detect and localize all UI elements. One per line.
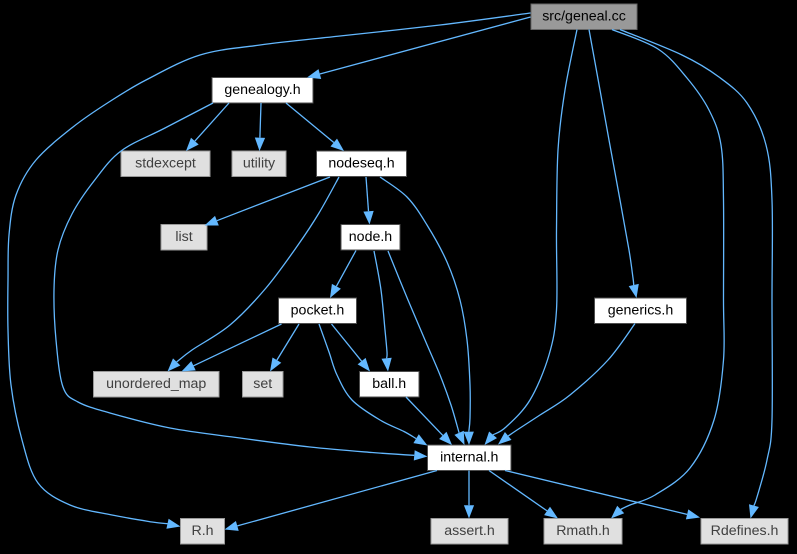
svg-text:list: list <box>175 229 192 245</box>
svg-text:utility: utility <box>243 155 276 171</box>
svg-text:Rdefines.h: Rdefines.h <box>711 523 779 539</box>
svg-text:generics.h: generics.h <box>608 302 673 318</box>
svg-text:genealogy.h: genealogy.h <box>224 82 300 98</box>
svg-text:unordered_map: unordered_map <box>106 376 206 392</box>
svg-text:node.h: node.h <box>349 229 392 245</box>
svg-text:Rmath.h: Rmath.h <box>556 523 610 539</box>
svg-text:set: set <box>253 376 272 392</box>
svg-text:assert.h: assert.h <box>444 523 494 539</box>
svg-text:R.h: R.h <box>191 523 213 539</box>
svg-text:ball.h: ball.h <box>372 376 406 392</box>
svg-text:nodeseq.h: nodeseq.h <box>328 155 394 171</box>
svg-text:internal.h: internal.h <box>440 449 498 465</box>
svg-text:stdexcept: stdexcept <box>135 155 196 171</box>
svg-text:pocket.h: pocket.h <box>291 302 345 318</box>
svg-text:src/geneal.cc: src/geneal.cc <box>542 8 626 24</box>
